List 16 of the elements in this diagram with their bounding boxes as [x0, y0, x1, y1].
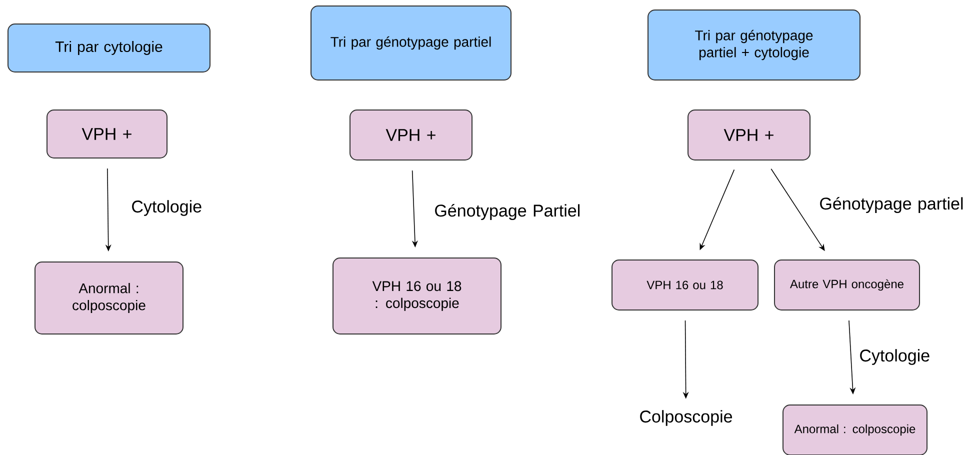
- edge-label: Génotypage Partiel: [435, 204, 580, 220]
- process-box: VPH +: [46, 110, 168, 158]
- edge-label: Génotypage partiel: [820, 196, 963, 214]
- title-box: Tri par cytologie: [8, 24, 210, 72]
- title-box: Tri par génotypage partiel + cytologie: [648, 10, 860, 80]
- process-box: VPH 16 ou 18 : colposcopie: [332, 258, 502, 334]
- process-box: Anormal : colposcopie: [34, 262, 184, 334]
- process-box: Autre VPH oncogène: [774, 260, 920, 310]
- process-box: VPH 16 ou 18: [612, 260, 758, 310]
- process-box: VPH +: [688, 110, 810, 160]
- process-box: Anormal : colposcopie: [782, 404, 928, 455]
- edge-label: Cytologie: [860, 349, 930, 365]
- result-text: Colposcopie: [640, 410, 732, 426]
- edge-label: Cytologie: [132, 200, 202, 216]
- title-box: Tri par génotypage partiel: [310, 6, 512, 80]
- process-box: VPH +: [350, 110, 472, 160]
